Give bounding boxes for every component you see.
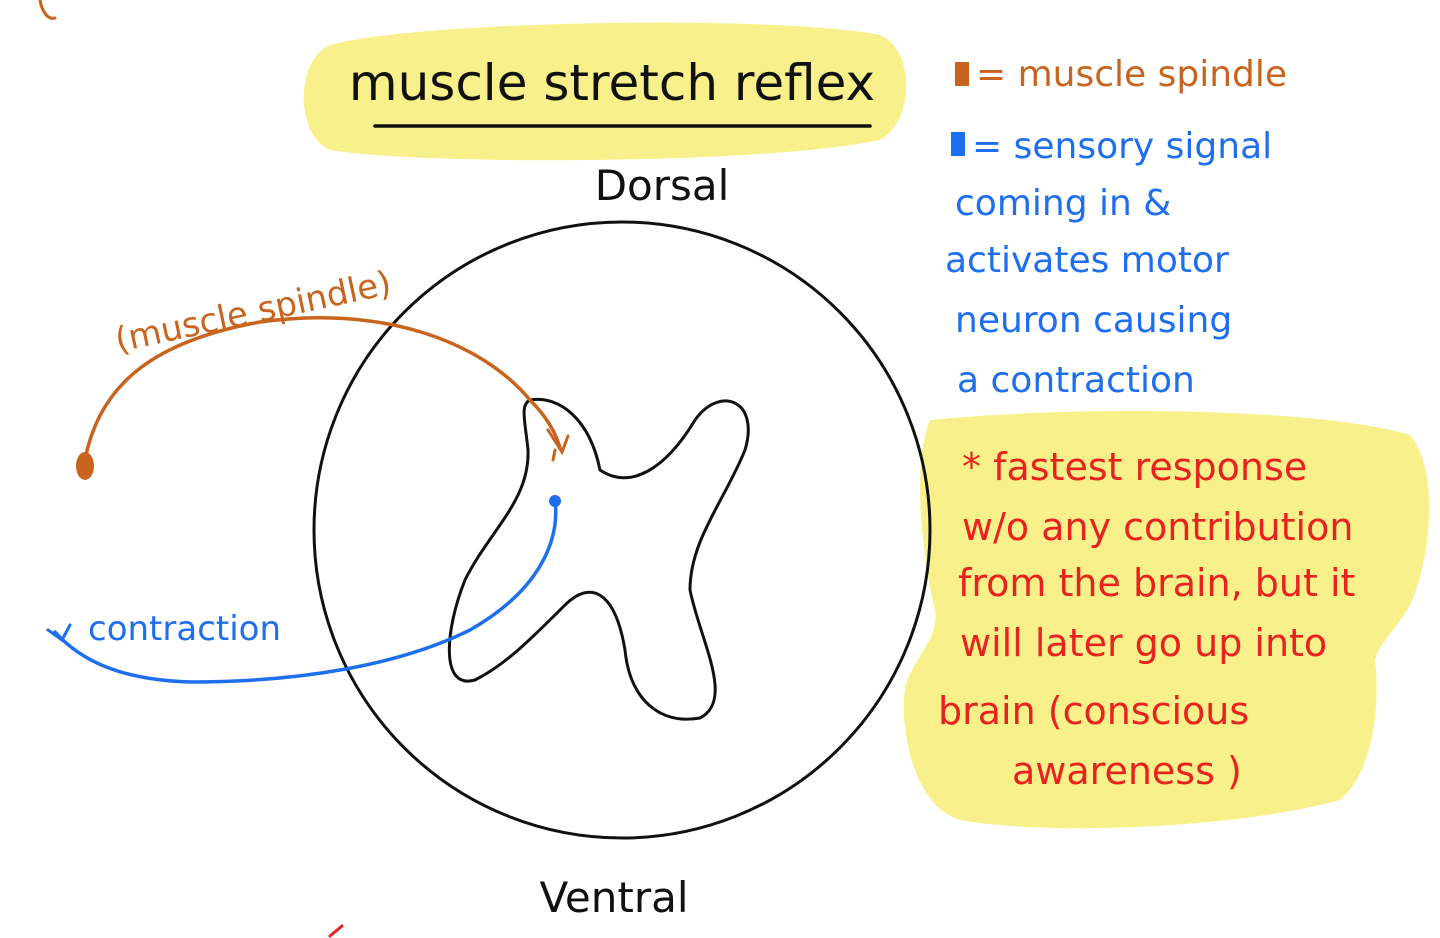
afferent-pathway bbox=[83, 315, 562, 462]
note-line-6: awareness ) bbox=[1012, 749, 1242, 793]
legend-sensory-line-5: a contraction bbox=[957, 360, 1195, 401]
legend-sensory-line-1: = sensory signal bbox=[972, 126, 1272, 167]
legend-spindle-text: = muscle spindle bbox=[976, 54, 1287, 95]
stray-mark-top-left bbox=[38, 0, 57, 20]
legend-sensory-line-2: coming in & bbox=[955, 183, 1171, 224]
stray-mark-bottom bbox=[328, 924, 344, 938]
muscle-spindle-marker bbox=[76, 452, 94, 480]
efferent-label: contraction bbox=[88, 609, 281, 649]
note-line-1: * fastest response bbox=[962, 445, 1307, 489]
note-line-4: will later go up into bbox=[960, 621, 1327, 665]
legend-sensory-line-4: neuron causing bbox=[955, 300, 1232, 341]
note-line-2: w/o any contribution bbox=[962, 505, 1353, 549]
legend-sensory-line-3: activates motor bbox=[945, 240, 1229, 281]
efferent-pathway bbox=[53, 498, 558, 684]
spinal-cord-outline bbox=[312, 220, 932, 840]
note-line-5: brain (conscious bbox=[938, 689, 1249, 733]
afferent-label: (muscle spindle) bbox=[112, 263, 395, 361]
legend-sensory-swatch bbox=[951, 132, 965, 156]
dorsal-label: Dorsal bbox=[595, 161, 730, 210]
diagram-title: muscle stretch reflex bbox=[349, 54, 875, 112]
legend-spindle-swatch bbox=[955, 62, 969, 86]
note-highlight bbox=[903, 411, 1430, 829]
gray-matter-outline bbox=[447, 397, 750, 721]
efferent-arrowhead bbox=[46, 623, 72, 643]
motor-neuron-marker bbox=[549, 495, 561, 507]
ventral-label: Ventral bbox=[539, 873, 688, 922]
note-line-3: from the brain, but it bbox=[958, 561, 1355, 605]
afferent-arrowhead bbox=[546, 428, 570, 462]
